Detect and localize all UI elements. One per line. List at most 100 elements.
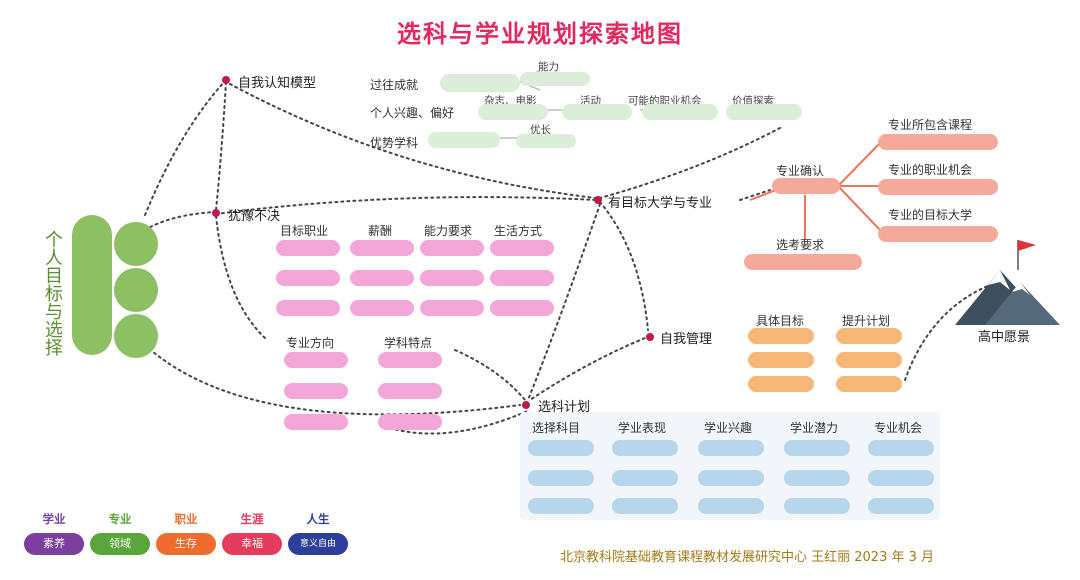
side-circle-1 [114,222,158,266]
col-header: 学业潜力 [790,421,839,435]
pink-bar [378,383,442,399]
col-header: 专业机会 [874,421,923,435]
legend-pill: 领域 [90,533,150,555]
pink-bar [284,414,348,430]
credit-text: 北京教科院基础教育课程教材发展研究中心 王红丽 2023 年 3 月 [560,550,935,565]
salmon-bar [744,254,862,270]
node-self-cognition: 自我认知模型 [238,76,317,91]
node-dot [222,76,230,84]
legend-top-label: 专业 [108,512,132,526]
label-ability: 能力 [538,61,559,73]
pink-bar [490,240,554,256]
orange-bar [748,352,814,368]
blue-bar [612,498,678,514]
label-strength: 优长 [530,124,551,136]
orange-bar [748,328,814,344]
blue-bar [868,470,934,486]
orange-bar [748,376,814,392]
green-bar [520,72,590,86]
col-header: 学业兴趣 [704,421,753,435]
legend-top-label: 生涯 [240,512,264,526]
green-bar [562,104,632,120]
legend-top-label: 职业 [174,512,198,526]
pink-bar [276,270,340,286]
label-major-univ: 专业的目标大学 [888,208,973,222]
pink-bar [378,414,442,430]
orange-bar [836,328,902,344]
pink-bar [420,240,484,256]
salmon-bar [878,134,998,150]
col-header: 具体目标 [756,314,805,328]
legend-pill: 素养 [24,533,84,555]
node-dot [522,401,530,409]
col-header: 专业方向 [286,336,335,350]
pink-bar [276,300,340,316]
col-header: 选择科目 [532,421,581,435]
node-self-mgmt: 自我管理 [660,332,713,347]
pink-bar [490,270,554,286]
legend-pill: 生存 [156,533,216,555]
label-major-careers: 专业的职业机会 [888,163,973,177]
side-green-bar [72,215,112,355]
salmon-bar [878,226,998,242]
pink-bar [490,300,554,316]
blue-bar [528,440,594,456]
label-major-requirement: 选考要求 [776,238,825,252]
green-bar [428,132,500,148]
pink-bar [420,270,484,286]
node-dot [212,209,220,217]
blue-bar [868,440,934,456]
blue-bar [528,498,594,514]
pink-bar [378,352,442,368]
node-target-univ: 有目标大学与专业 [608,196,713,211]
pink-bar [350,240,414,256]
pink-bar [350,300,414,316]
orange-bar [836,352,902,368]
orange-bar [836,376,902,392]
blue-bar [784,440,850,456]
col-header: 薪酬 [368,224,393,238]
blue-bar [612,440,678,456]
label-strength-subject: 优势学科 [370,136,419,150]
node-dot [646,333,654,341]
col-header: 生活方式 [494,224,543,238]
legend-pill: 幸福 [222,533,282,555]
legend-pill: 意义自由 [288,533,348,555]
side-label: 个人目标与选择 [42,230,63,356]
label-major-courses: 专业所包含课程 [888,118,973,132]
blue-bar [528,470,594,486]
pink-bar [350,270,414,286]
legend-top-label: 学业 [42,512,66,526]
blue-bar [784,470,850,486]
node-hesitation: 犹豫不决 [228,209,281,224]
blue-bar [698,498,764,514]
mountain-icon [955,240,1060,325]
label-major-confirm: 专业确认 [776,164,825,178]
green-bar [642,104,718,120]
col-header: 目标职业 [280,224,329,238]
blue-bar [612,470,678,486]
green-bar [516,134,576,148]
page-title: 选科与学业规划探索地图 [397,20,683,48]
pink-bar [420,300,484,316]
pink-bar [284,383,348,399]
legend-top-label: 人生 [306,512,330,526]
side-circle-2 [114,268,158,312]
col-header: 提升计划 [842,314,891,328]
col-header: 能力要求 [424,224,473,238]
green-bar [440,74,520,92]
blue-bar [868,498,934,514]
node-subject-plan: 选科计划 [538,400,591,415]
label-interest: 个人兴趣、偏好 [370,106,455,120]
blue-bar [698,470,764,486]
label-achievement: 过往成就 [370,78,419,92]
blue-bar [784,498,850,514]
col-header: 学业表现 [618,421,667,435]
salmon-bar [772,178,840,194]
col-header: 学科特点 [384,336,433,350]
salmon-bar [878,179,998,195]
pink-bar [284,352,348,368]
blue-bar [698,440,764,456]
label-hs-vision: 高中愿景 [978,330,1031,345]
